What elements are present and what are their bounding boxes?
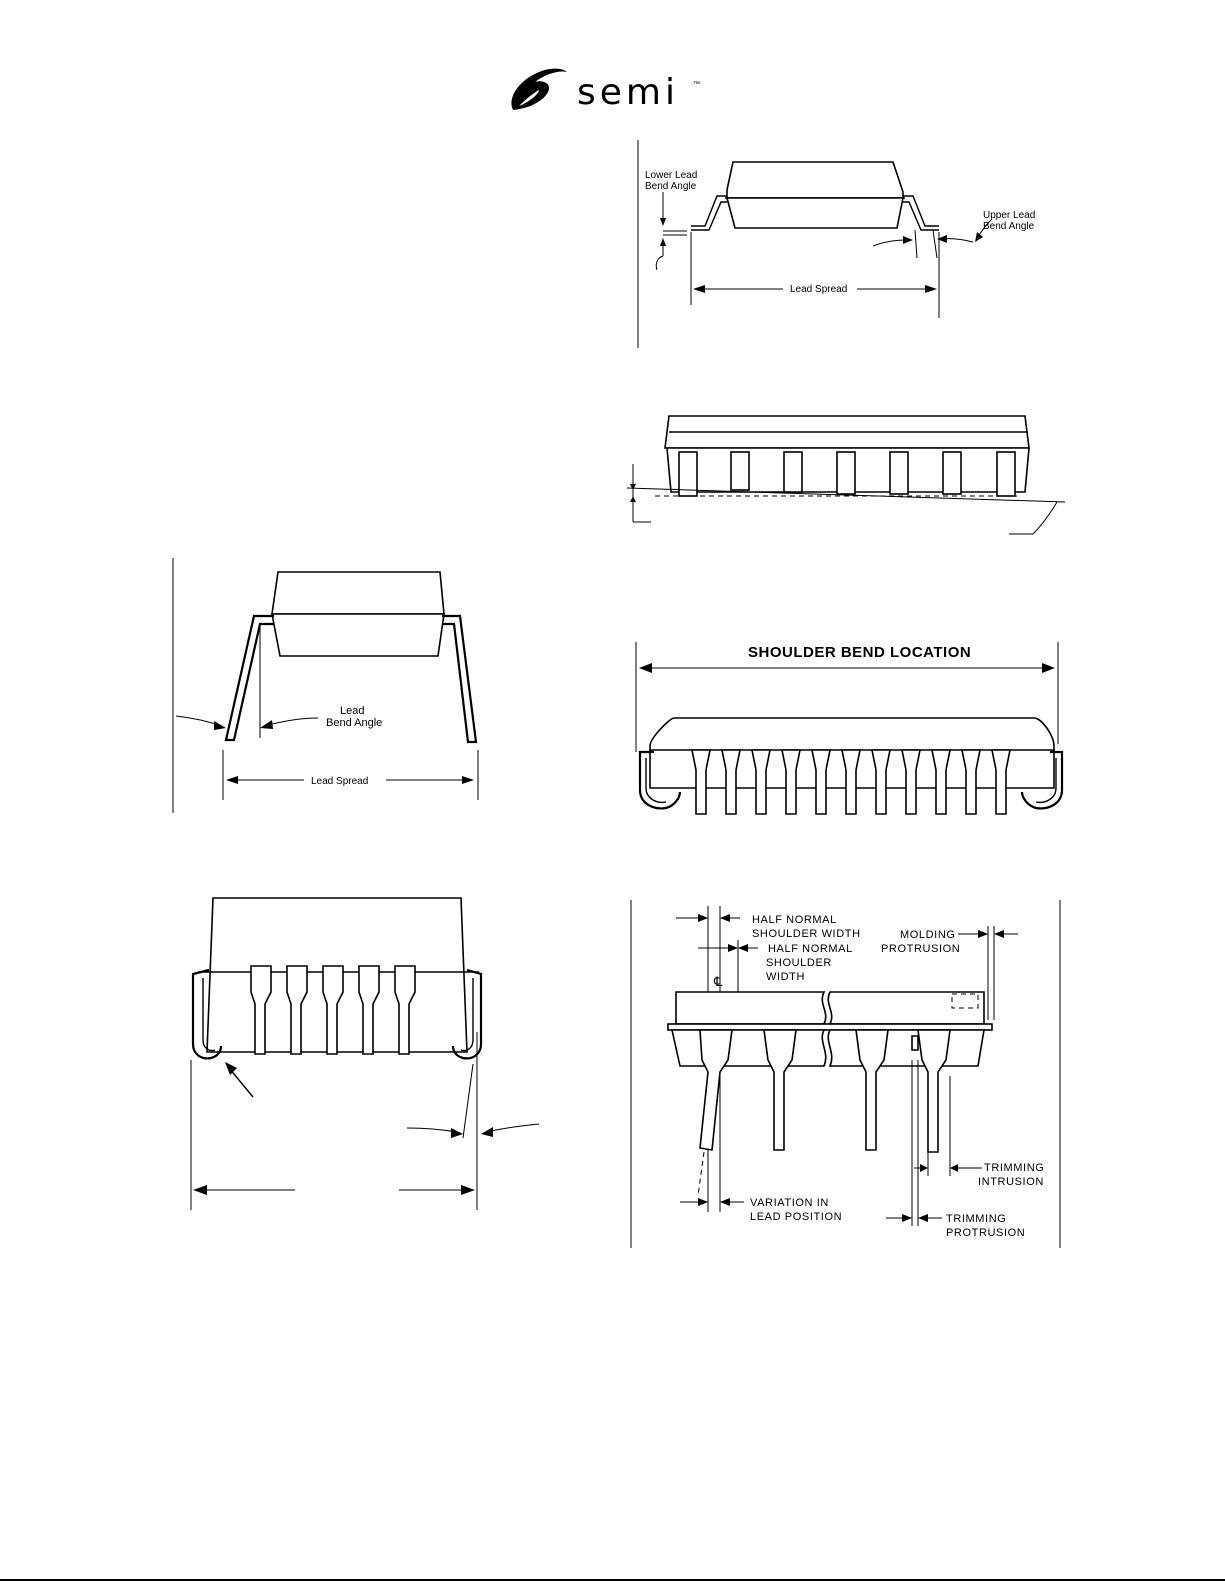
trimming-intrusion-label-2: INTRUSION (978, 1176, 1044, 1188)
variation-in-lead-position-label-2: LEAD POSITION (750, 1211, 842, 1223)
logo-trademark: ™ (693, 81, 700, 88)
lower-lead-bend-angle-label: Lower Lead (645, 170, 697, 181)
lead-coplanarity-diagram (625, 410, 1075, 540)
gull-wing-lead-diagram: Lower Lead Bend Angle Upper Lead Bend An… (635, 140, 1055, 355)
half-normal-shoulder-label-3: WIDTH (766, 971, 805, 983)
gull-wing-left-lead (691, 196, 727, 230)
trimming-protrusion-label-2: PROTRUSION (946, 1227, 1025, 1239)
trim-lead-right-2 (918, 1030, 950, 1152)
trim-package-body-left (676, 992, 826, 1024)
page-bottom-rule (0, 1579, 1225, 1581)
trimming-protrusion-label: TRIMMING (946, 1213, 1006, 1225)
dip-right-lead (442, 616, 476, 742)
lower-lead-bend-angle-label-2: Bend Angle (645, 181, 697, 192)
logo-wordmark: semi (577, 72, 679, 113)
dip-package-body (272, 572, 444, 614)
molding-protrusion-label-2: PROTRUSION (881, 943, 960, 955)
trimming-lead-position-diagram: HALF NORMAL SHOULDER WIDTH HALF NORMAL S… (628, 900, 1063, 1252)
gull-wing-right-lead (903, 196, 939, 230)
trim-lead-right-1 (856, 1030, 888, 1150)
trim-lead-bent (700, 1030, 732, 1150)
variation-in-lead-position-label: VARIATION IN (750, 1197, 829, 1209)
dip-lead-bend-angle-label-2: Bend Angle (326, 717, 382, 729)
gull-wing-package-body (727, 162, 903, 198)
half-normal-shoulder-label: HALF NORMAL (768, 943, 853, 955)
dip-lead-bend-angle-label: Lead (340, 705, 364, 717)
centerline-symbol: ℄ (713, 974, 723, 989)
shoulder-bend-location-label: SHOULDER BEND LOCATION (748, 644, 971, 661)
j-lead-end-view-diagram (185, 892, 545, 1217)
molding-protrusion-label: MOLDING (900, 929, 956, 941)
j-lead-shoulder-bend-diagram: SHOULDER BEND LOCATION (630, 638, 1070, 823)
upper-lead-bend-angle-label-2: Bend Angle (983, 221, 1035, 232)
trim-lead-normal (764, 1030, 796, 1150)
dip-left-lead (226, 616, 274, 740)
half-normal-shoulder-width-label: HALF NORMAL (752, 914, 837, 926)
half-normal-shoulder-width-label-2: SHOULDER WIDTH (752, 928, 861, 940)
dip-lead-spread-label: Lead Spread (311, 776, 368, 787)
trimming-intrusion-label: TRIMMING (984, 1162, 1044, 1174)
upper-lead-bend-angle-label: Upper Lead (983, 210, 1035, 221)
half-normal-shoulder-label-2: SHOULDER (766, 957, 832, 969)
semi-swoosh-logo-icon (511, 69, 567, 110)
gull-wing-lead-spread-label: Lead Spread (790, 284, 847, 295)
semi-logo: semi ™ (505, 62, 715, 122)
dip-lead-diagram: Lead Bend Angle Lead Spread (170, 558, 510, 813)
